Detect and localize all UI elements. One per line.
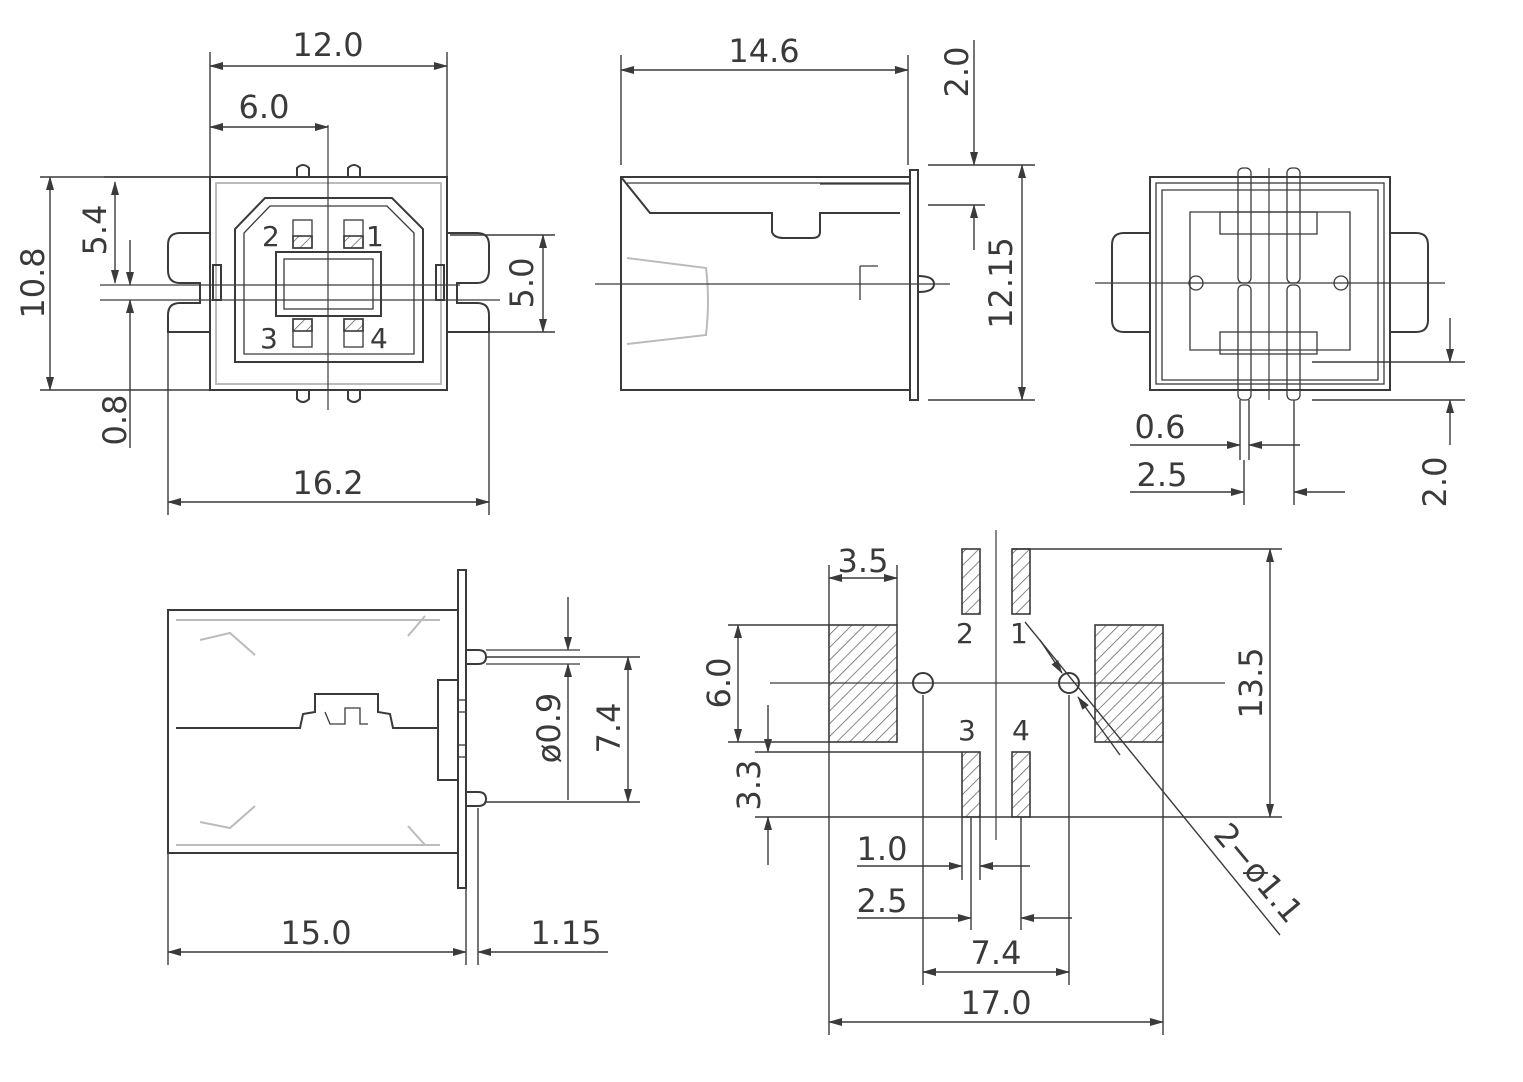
front-view: 1 2 3 4 12.0 6.0 10.8 5.4 0.8 5.0 16.2 (14, 26, 555, 515)
front-upper-dim: 5.4 (76, 205, 114, 256)
front-height-dim: 10.8 (14, 247, 52, 318)
footprint-hole-span-dim: 7.4 (971, 934, 1022, 972)
bottom-length-dim: 15.0 (280, 914, 351, 952)
footprint-pin-2: 2 (956, 617, 974, 650)
footprint-pad-width-dim: 3.5 (838, 542, 889, 580)
footprint-holes-dim: 2−ø1.1 (1206, 816, 1311, 931)
front-half-width-dim: 6.0 (239, 88, 290, 126)
front-pin-3: 3 (260, 322, 278, 355)
side-flange-dim: 2.0 (938, 47, 976, 98)
footprint-pad-height-dim: 6.0 (700, 658, 738, 709)
rear-pin-tail-dim: 2.0 (1416, 457, 1454, 508)
footprint-pin-3: 3 (958, 714, 976, 747)
side-height-dim: 12.15 (982, 237, 1020, 329)
rear-view: 0.6 2.5 2.0 (1095, 167, 1465, 508)
footprint-pin-4: 4 (1012, 714, 1030, 747)
footprint-pin-1: 1 (1010, 617, 1028, 650)
footprint-overall-height-dim: 13.5 (1232, 647, 1270, 718)
footprint-overall-width-dim: 17.0 (960, 984, 1031, 1022)
front-overall-dim: 16.2 (292, 464, 363, 502)
bottom-pin-dia-dim: ø0.9 (530, 693, 568, 763)
pcb-footprint: 1 2 3 4 3.5 6.0 3.3 1.0 2.5 (700, 530, 1311, 1035)
footprint-pitch-dim: 2.5 (857, 882, 908, 920)
footprint-pad-slot-dim: 1.0 (857, 830, 908, 868)
bottom-pin-span-dim: 7.4 (590, 703, 628, 754)
bottom-view: 15.0 1.15 ø0.9 7.4 (167, 569, 640, 965)
front-pin-1: 1 (366, 220, 384, 253)
side-view: 14.6 2.0 12.15 (595, 32, 1035, 401)
footprint-row-offset-dim: 3.3 (730, 760, 768, 811)
side-length-dim: 14.6 (728, 32, 799, 70)
rear-pin-width-dim: 0.6 (1135, 408, 1186, 446)
front-width-dim: 12.0 (292, 26, 363, 64)
front-pin-4: 4 (370, 322, 388, 355)
front-pin-2: 2 (262, 220, 280, 253)
front-opening-dim: 5.0 (503, 258, 541, 309)
front-offset-dim: 0.8 (96, 395, 134, 446)
rear-pin-pitch-dim: 2.5 (1137, 456, 1188, 494)
bottom-flange-dim: 1.15 (530, 914, 601, 952)
